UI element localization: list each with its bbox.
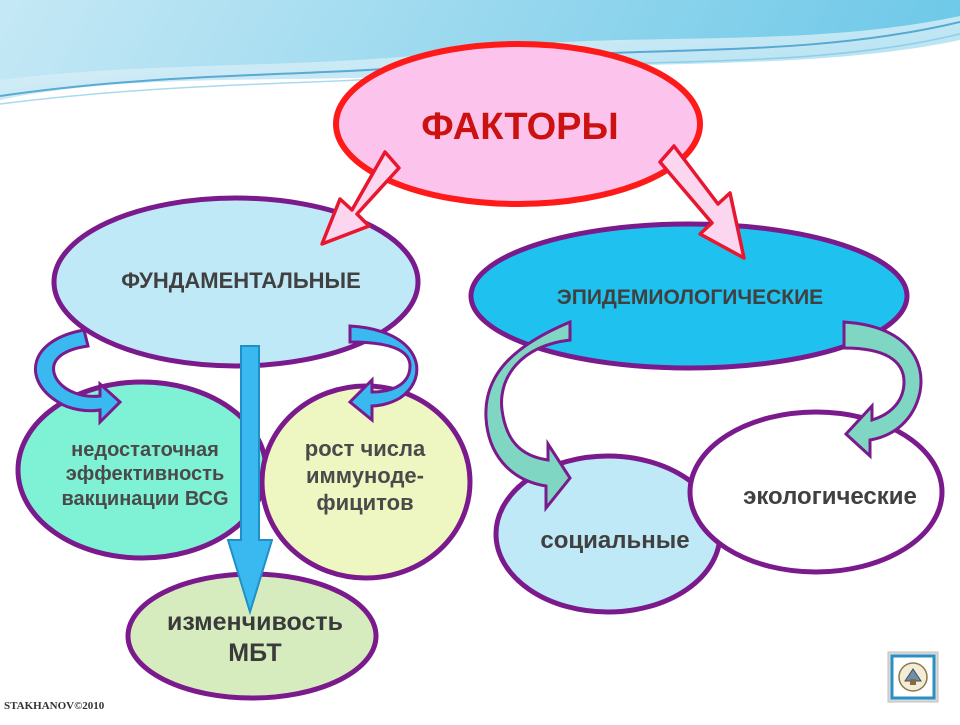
variability-line-1: изменчивость	[166, 608, 344, 636]
fundamental-label: ФУНДАМЕНТАЛЬНЫЕ	[121, 268, 361, 293]
vaccination-line-1: недостаточная	[71, 439, 219, 461]
arrow-to-fundamental-icon	[320, 150, 401, 246]
curved-arrow-left-icon	[33, 328, 123, 426]
ecological-oval	[687, 409, 945, 575]
immunodeficiency-label: рост числа иммуноде- фицитов	[270, 436, 460, 516]
arrow-to-epidemiological-icon	[658, 144, 746, 260]
curved-arrow-right-icon	[347, 324, 419, 424]
copyright-footer: STAKHANOV©2010	[4, 700, 105, 712]
immunodeficiency-line-1: рост числа	[304, 436, 426, 461]
curved-arrow-social-icon	[484, 319, 572, 513]
social-label: социальные	[540, 527, 690, 554]
variability-line-2: МБТ	[228, 638, 282, 667]
epidemiological-oval	[468, 221, 910, 371]
curved-arrow-ecological-icon	[842, 320, 923, 460]
immunodeficiency-line-2: иммуноде-	[306, 462, 424, 488]
factors-title: ФАКТОРЫ	[421, 106, 619, 148]
immunodeficiency-line-3: фицитов	[316, 489, 414, 515]
vaccination-label: недостаточная эффективность вакцинации В…	[22, 438, 268, 511]
epidemiological-label: ЭПИДЕМИОЛОГИЧЕСКИЕ	[556, 286, 824, 309]
factors-oval	[333, 41, 703, 207]
vaccination-line-2: эффективность	[65, 463, 225, 486]
variability-label: изменчивость МБТ	[130, 607, 380, 668]
slide-logo-icon[interactable]	[887, 651, 939, 703]
arrow-to-variability-icon	[226, 345, 274, 616]
ecological-label: экологические	[743, 483, 917, 510]
vaccination-line-3: вакцинации ВСG	[61, 487, 229, 510]
